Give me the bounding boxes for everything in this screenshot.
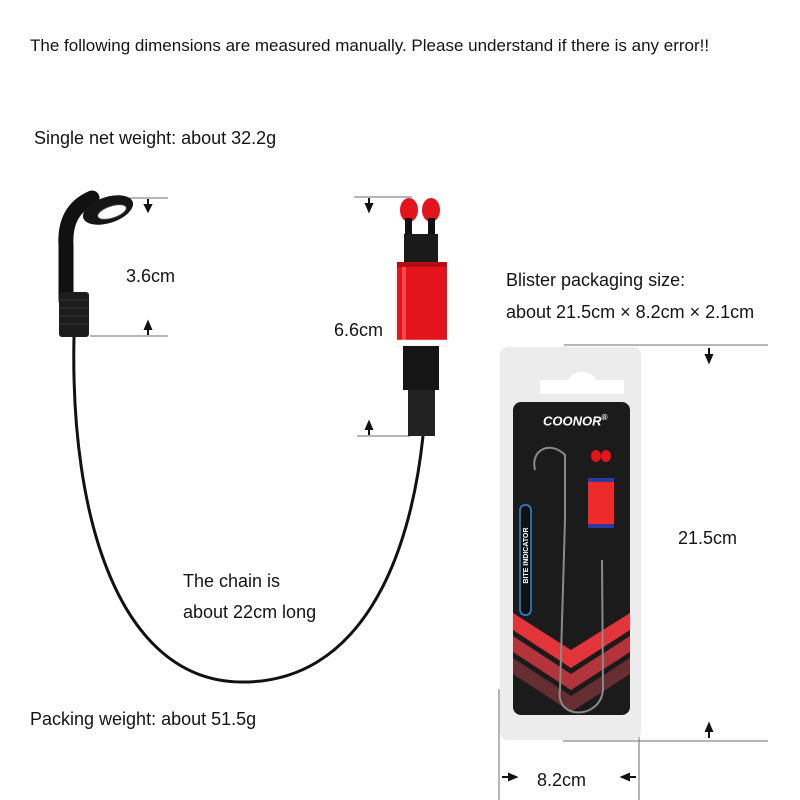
product-badge: BITE INDICATOR — [523, 527, 530, 584]
packing-weight: Packing weight: about 51.5g — [30, 709, 257, 729]
brand-logo: COONOR® — [543, 413, 607, 428]
blister-height-label: 21.5cm — [678, 528, 738, 548]
blister-size-value: about 21.5cm × 8.2cm × 2.1cm — [506, 302, 755, 322]
swinger-head-icon — [58, 190, 134, 337]
brand-name: COONOR — [543, 413, 602, 429]
body-dimension-label: 6.6cm — [334, 320, 384, 340]
arrow-up-icon — [704, 721, 714, 738]
arrow-left-icon — [619, 772, 636, 782]
chain-cable — [72, 336, 425, 684]
arrow-up-icon — [364, 419, 374, 435]
arrow-down-icon — [364, 198, 374, 214]
arrow-down-icon — [143, 199, 153, 214]
registered-mark: ® — [601, 413, 608, 422]
measurement-notice: The following dimensions are measured ma… — [30, 36, 710, 55]
blister-dimension-lines — [498, 344, 768, 800]
blister-size-title: Blister packaging size: — [506, 270, 686, 290]
arrow-up-icon — [143, 319, 153, 335]
arrow-down-icon — [704, 348, 714, 365]
single-net-weight: Single net weight: about 32.2g — [34, 128, 277, 148]
head-dimension-lines — [90, 197, 168, 337]
head-dimension-label: 3.6cm — [126, 266, 176, 286]
indicator-body-icon — [396, 198, 448, 436]
blister-width-label: 8.2cm — [537, 770, 587, 790]
chain-length-line2: about 22cm long — [183, 602, 317, 622]
blister-package-icon — [500, 347, 641, 740]
arrow-right-icon — [502, 772, 519, 782]
chain-length-line1: The chain is — [183, 571, 281, 591]
body-dimension-lines — [354, 196, 412, 437]
